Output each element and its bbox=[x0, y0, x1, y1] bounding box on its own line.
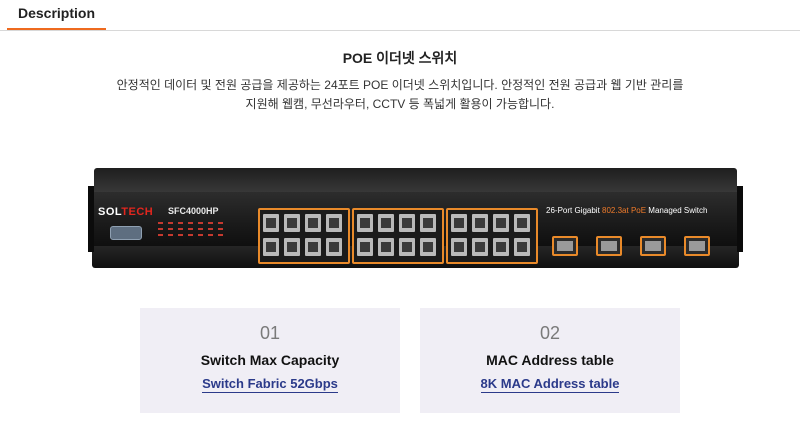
rj45-port bbox=[493, 238, 509, 256]
rj45-port bbox=[284, 238, 300, 256]
tab-bar: Description bbox=[0, 0, 800, 31]
status-led bbox=[188, 222, 193, 224]
card-value-text: Switch Fabric 52Gbps bbox=[202, 376, 338, 393]
brand-logo-part1: SOL bbox=[98, 206, 122, 218]
status-led bbox=[158, 228, 163, 230]
status-led bbox=[158, 234, 163, 236]
status-led bbox=[188, 228, 193, 230]
description-line-2: 지원해 웹캠, 무선라우터, CCTV 등 폭넓게 활용이 가능합니다. bbox=[245, 97, 555, 111]
sfp-port bbox=[640, 236, 666, 256]
status-led bbox=[168, 228, 173, 230]
rj45-port bbox=[378, 238, 394, 256]
product-description: 안정적인 데이터 및 전원 공급을 제공하는 24포트 POE 이더넷 스위치입… bbox=[60, 76, 740, 114]
switch-top-panel bbox=[94, 168, 737, 194]
status-led-panel bbox=[158, 222, 238, 252]
status-led bbox=[208, 222, 213, 224]
caption-text: 26-Port Gigabit bbox=[546, 206, 603, 215]
sfp-port bbox=[596, 236, 622, 256]
status-led bbox=[168, 234, 173, 236]
status-led bbox=[218, 228, 223, 230]
status-led bbox=[198, 222, 203, 224]
status-led bbox=[168, 222, 173, 224]
rj45-port-group-3 bbox=[446, 208, 538, 264]
feature-card-1: 01 Switch Max Capacity Switch Fabric 52G… bbox=[140, 308, 400, 413]
rj45-port bbox=[357, 238, 373, 256]
card-number: 02 bbox=[539, 323, 561, 343]
model-label: SFC4000HP bbox=[168, 206, 219, 216]
card-number: 01 bbox=[259, 323, 281, 343]
rack-ear-right bbox=[737, 186, 743, 252]
status-led bbox=[198, 234, 203, 236]
rj45-port bbox=[326, 214, 342, 232]
status-led bbox=[208, 234, 213, 236]
rj45-port bbox=[357, 214, 373, 232]
rj45-port bbox=[472, 238, 488, 256]
status-led bbox=[188, 234, 193, 236]
rack-ear-left bbox=[88, 186, 94, 252]
rj45-port bbox=[399, 214, 415, 232]
rj45-port bbox=[305, 214, 321, 232]
caption-poe-highlight: 802.3at PoE bbox=[602, 206, 647, 215]
brand-logo: SOLTECH bbox=[98, 206, 153, 218]
status-led bbox=[158, 222, 163, 224]
description-line-1: 안정적인 데이터 및 전원 공급을 제공하는 24포트 POE 이더넷 스위치입… bbox=[116, 78, 684, 92]
sfp-port bbox=[552, 236, 578, 256]
rj45-port bbox=[472, 214, 488, 232]
status-led bbox=[198, 228, 203, 230]
caption-text-end: Managed Switch bbox=[646, 206, 708, 215]
card-value: 8K MAC Address table bbox=[420, 376, 680, 393]
rj45-port bbox=[514, 214, 530, 232]
rj45-port bbox=[284, 214, 300, 232]
section-title: POE 이더넷 스위치 bbox=[342, 50, 458, 66]
rj45-port bbox=[378, 214, 394, 232]
card-value-text: 8K MAC Address table bbox=[480, 376, 620, 393]
switch-product-image: SOLTECH SFC4000HP 26-Port Gigabit 802.3a… bbox=[88, 168, 743, 272]
card-title: Switch Max Capacity bbox=[200, 352, 340, 368]
status-led bbox=[178, 228, 183, 230]
rj45-port bbox=[420, 238, 436, 256]
rj45-port bbox=[305, 238, 321, 256]
feature-card-2: 02 MAC Address table 8K MAC Address tabl… bbox=[420, 308, 680, 413]
status-led bbox=[218, 222, 223, 224]
rj45-port bbox=[263, 214, 279, 232]
card-value: Switch Fabric 52Gbps bbox=[140, 376, 400, 393]
rj45-port-group-1 bbox=[258, 208, 350, 264]
rj45-port bbox=[514, 238, 530, 256]
rj45-port-group-2 bbox=[352, 208, 444, 264]
switch-caption: 26-Port Gigabit 802.3at PoE Managed Swit… bbox=[546, 206, 707, 215]
rj45-port bbox=[399, 238, 415, 256]
status-led bbox=[178, 234, 183, 236]
status-led bbox=[178, 222, 183, 224]
rj45-port bbox=[451, 214, 467, 232]
brand-logo-part2: TECH bbox=[121, 206, 154, 218]
rj45-port bbox=[493, 214, 509, 232]
console-port bbox=[110, 226, 142, 240]
rj45-port bbox=[451, 238, 467, 256]
tab-description[interactable]: Description bbox=[7, 0, 106, 30]
status-led bbox=[218, 234, 223, 236]
sfp-port bbox=[684, 236, 710, 256]
card-title: MAC Address table bbox=[486, 352, 614, 368]
status-led bbox=[208, 228, 213, 230]
rj45-port bbox=[420, 214, 436, 232]
rj45-port bbox=[326, 238, 342, 256]
rj45-port bbox=[263, 238, 279, 256]
